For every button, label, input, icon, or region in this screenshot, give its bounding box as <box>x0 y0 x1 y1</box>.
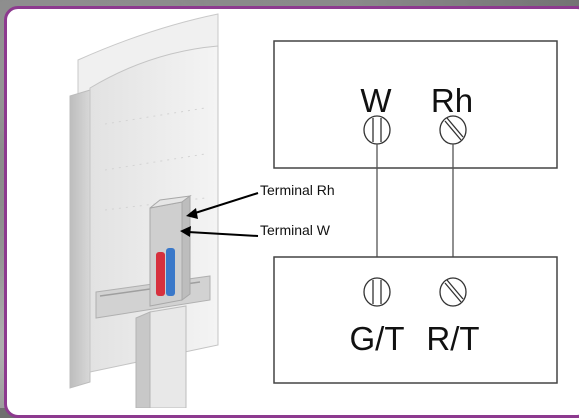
arrow-terminal-rh <box>191 192 259 215</box>
screw-icon <box>439 115 467 145</box>
thermostat-stem <box>149 305 187 408</box>
blue-wire <box>166 248 175 296</box>
bottom-label-gt: G/T <box>350 320 405 357</box>
thermostat-left-side <box>69 89 91 389</box>
screw-icon <box>439 277 467 307</box>
label-terminal-rh: Terminal Rh <box>260 182 335 198</box>
top-label-w: W <box>360 82 392 119</box>
top-terminal-box <box>273 40 558 169</box>
callout-arrows <box>180 192 259 237</box>
thermostat-base-illustration <box>69 13 219 408</box>
wiring-diagram: Terminal Rh Terminal W W Rh G/T R/T <box>69 13 558 408</box>
arrow-terminal-w <box>187 231 259 237</box>
label-terminal-w: Terminal W <box>260 222 331 238</box>
red-wire <box>156 252 165 296</box>
top-label-rh: Rh <box>431 82 473 119</box>
bottom-label-rt: R/T <box>426 320 479 357</box>
bottom-terminal-box <box>273 256 558 384</box>
screw-icon <box>363 277 391 307</box>
screw-icon <box>363 115 391 145</box>
